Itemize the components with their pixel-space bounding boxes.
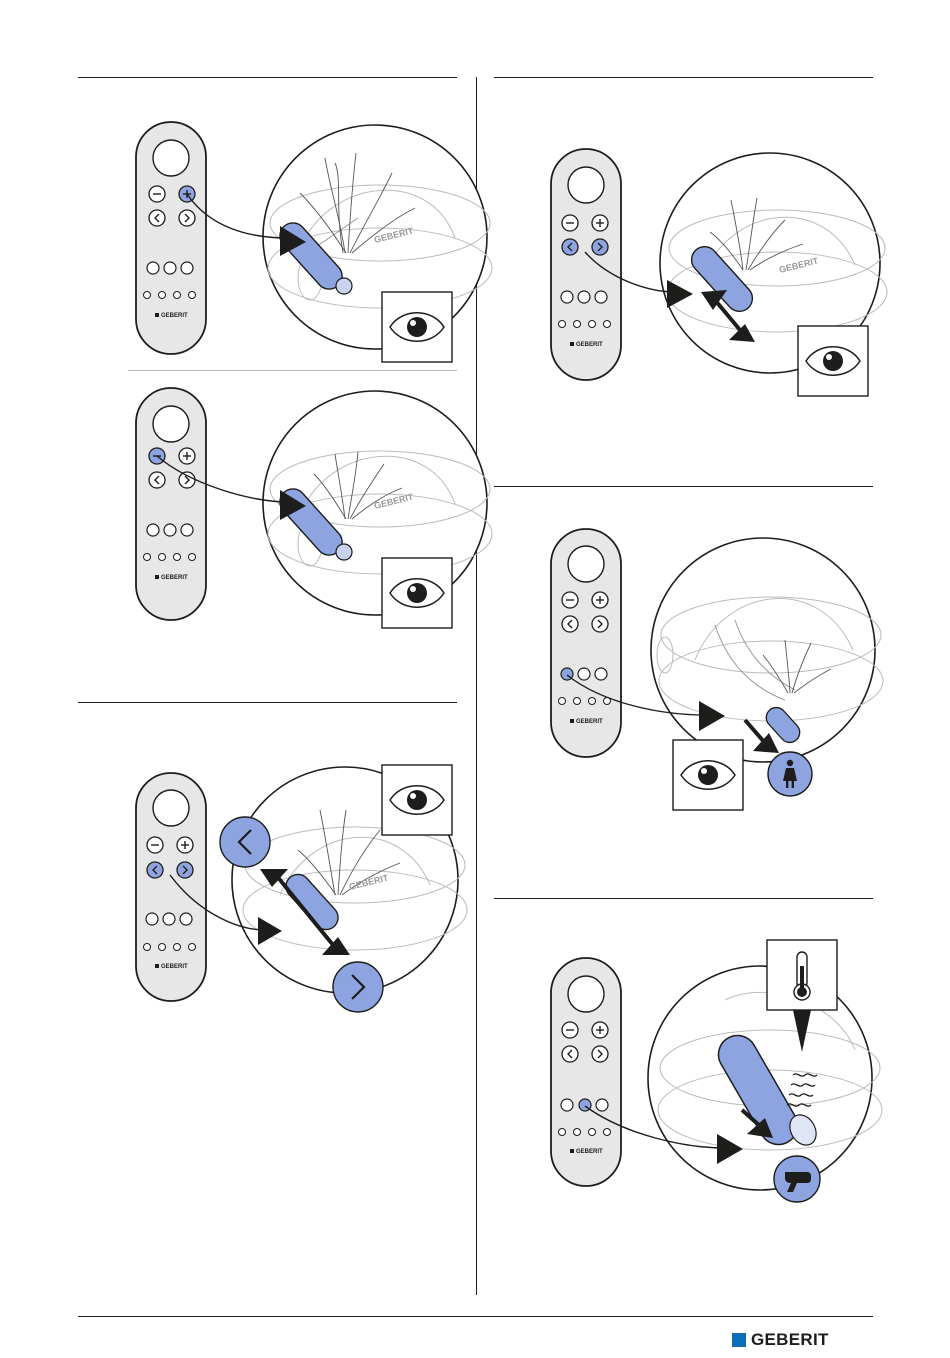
eye-icon	[673, 740, 743, 810]
section-divider	[78, 77, 457, 78]
footer-logo: GEBERIT	[732, 1330, 829, 1350]
panel-spray-intensity-decrease: GEBERIT GEBERIT	[130, 384, 460, 634]
remote-brand-label: GEBERIT	[161, 964, 188, 970]
panel-spray-arm-position-circle: GEBERIT GEBERIT	[130, 765, 460, 1020]
section-divider	[494, 898, 873, 899]
remote-brand-label: GEBERIT	[161, 575, 188, 581]
remote-control: GEBERIT	[136, 773, 206, 1001]
remote-control: GEBERIT	[136, 388, 206, 620]
panel-spray-intensity-increase: GEBERIT GEBERIT	[130, 118, 460, 368]
illustration: GEBERIT GEBERIT	[130, 765, 460, 1020]
chevron-left-icon	[220, 817, 270, 867]
illustration: GEBERIT GEBERIT	[545, 140, 875, 400]
section-divider	[78, 702, 457, 703]
eye-icon	[382, 765, 452, 835]
remote-control: GEBERIT	[551, 149, 621, 380]
dryer-icon	[774, 1156, 820, 1202]
remote-control: GEBERIT	[551, 529, 621, 757]
illustration: GEBERIT	[545, 525, 875, 815]
remote-brand-label: GEBERIT	[576, 719, 603, 725]
remote-brand-label: GEBERIT	[576, 342, 603, 348]
eye-icon	[382, 292, 452, 362]
remote-brand-label: GEBERIT	[576, 1149, 603, 1155]
footer-brand-name: GEBERIT	[751, 1330, 829, 1350]
panel-lady-shower: GEBERIT	[545, 525, 875, 815]
eye-icon	[798, 326, 868, 396]
section-divider	[494, 486, 873, 487]
sub-divider	[128, 370, 457, 371]
remote-control: GEBERIT	[551, 958, 621, 1186]
chevron-right-icon	[333, 962, 383, 1012]
nozzle-closeup	[651, 538, 883, 762]
section-divider	[494, 77, 873, 78]
panel-dryer: GEBERIT	[545, 940, 875, 1205]
logo-square	[732, 1333, 746, 1347]
illustration: GEBERIT GEBERIT	[130, 384, 460, 634]
nozzle-closeup	[648, 966, 882, 1190]
eye-icon	[382, 558, 452, 628]
remote-brand-label: GEBERIT	[161, 313, 188, 319]
remote-control: GEBERIT	[136, 122, 206, 354]
footer-divider	[78, 1316, 873, 1317]
illustration: GEBERIT GEBERIT	[130, 118, 460, 368]
lady-shower-icon	[768, 752, 812, 796]
illustration: GEBERIT	[545, 940, 875, 1205]
panel-spray-arm-position: GEBERIT GEBERIT	[545, 140, 875, 400]
